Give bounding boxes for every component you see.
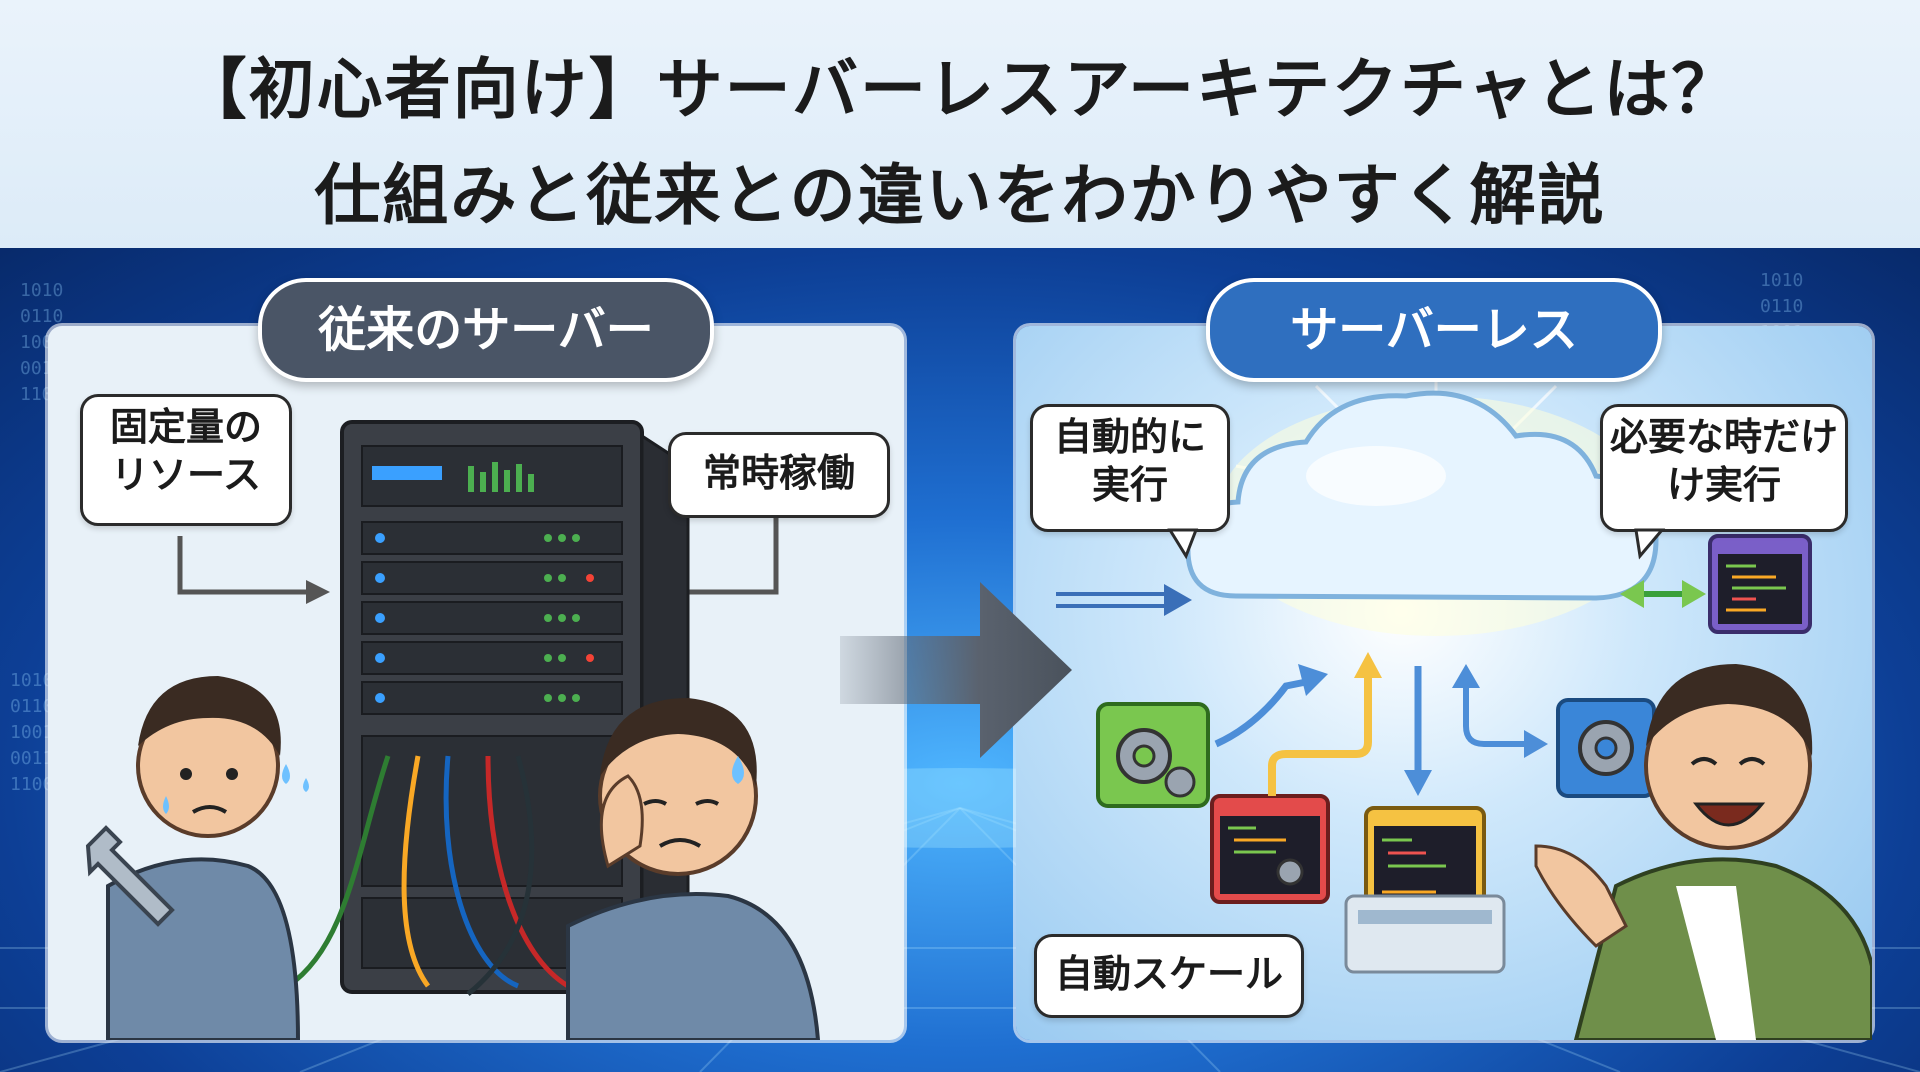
serverless-illustration: [1056, 366, 1872, 1040]
auto-execute-callout: 自動的に 実行: [1030, 404, 1230, 532]
callout-line: け実行: [1666, 463, 1781, 507]
happy-developer: [1534, 664, 1872, 1040]
run-when-needed-callout: 必要な時だけ け実行: [1600, 404, 1848, 532]
code-window-icon: [1210, 794, 1330, 904]
fixed-resources-callout: 固定量の リソース: [80, 394, 292, 526]
worried-worker-right: [566, 698, 821, 1040]
worried-worker-left: [106, 676, 301, 1040]
callout-line: 固定量の: [109, 405, 262, 449]
page-title: 【初心者向け】サーバーレスアーキテクチャとは？: [180, 51, 1740, 128]
traditional-server-heading: 従来のサーバー: [258, 278, 714, 382]
page-subtitle: 仕組みと従来との違いをわかりやすく解説: [314, 157, 1606, 234]
callout-line: 自動的に: [1053, 415, 1206, 459]
auto-scale-callout: 自動スケール: [1034, 934, 1304, 1018]
title-band: 【初心者向け】サーバーレスアーキテクチャとは？ 仕組みと従来との違いをわかりやす…: [0, 0, 1920, 248]
callout-line: リソース: [110, 453, 262, 497]
wrench-icon: [85, 825, 175, 927]
sweat-drop-icon: [732, 756, 744, 784]
callout-line: 実行: [1091, 463, 1168, 507]
server-base: [1344, 894, 1506, 974]
callout-line: 必要な時だけ: [1609, 415, 1838, 459]
gear-icon: [1096, 702, 1210, 808]
code-window-icon: [1708, 534, 1812, 634]
binary-column: 1010 0110 1001 0011 1100: [10, 670, 54, 795]
serverless-heading: サーバーレス: [1206, 278, 1662, 382]
sweat-drop-icon: [282, 764, 309, 792]
traditional-server-illustration: [85, 420, 821, 1040]
transition-arrow-icon: [840, 582, 1072, 758]
cloud-icon: [1185, 390, 1659, 636]
gear-icon: [1556, 698, 1656, 798]
always-on-callout: 常時稼働: [668, 432, 890, 518]
sweat-drop-icon: [163, 796, 169, 814]
fixed-resources-arrow: [177, 536, 312, 595]
